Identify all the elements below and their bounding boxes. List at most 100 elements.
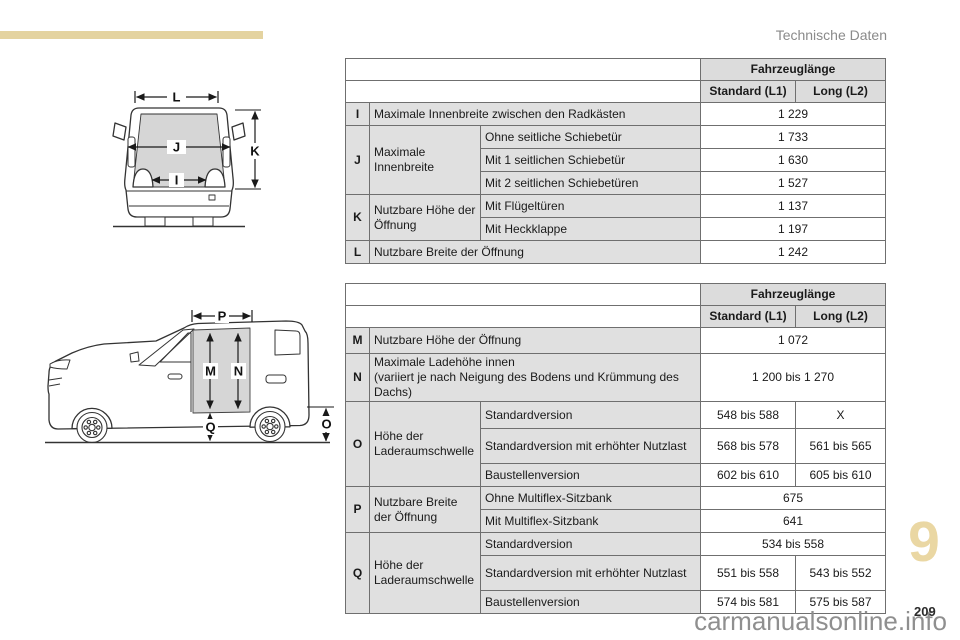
door-handle [167, 373, 183, 380]
value-long-l2: 605 bis 610 [795, 463, 886, 487]
value-merged: 1 733 [700, 125, 886, 149]
page-number: 209 [914, 604, 936, 619]
value-merged: 1 197 [700, 217, 886, 241]
row-sublabel: Mit Flügeltüren [480, 194, 701, 218]
row-sublabel: Standardversion [480, 401, 701, 429]
right-mirror [231, 122, 246, 141]
dim-label-k: K [250, 144, 260, 159]
table-header-title: Fahrzeuglänge [700, 283, 886, 306]
row-letter: Q [345, 532, 370, 614]
section-title: Technische Daten [775, 27, 887, 43]
value-merged: 1 229 [700, 102, 886, 126]
row-letter: I [345, 102, 370, 126]
side-mirror [129, 351, 140, 363]
row-letter: M [345, 327, 370, 354]
table-cell [345, 58, 701, 81]
col-header-long-l2: Long (L2) [795, 305, 886, 328]
value-long-l2: 561 bis 565 [795, 428, 886, 464]
table-cell [345, 80, 701, 103]
value-merged: 1 137 [700, 194, 886, 218]
row-sublabel: Mit 1 seitlichen Schiebetür [480, 148, 701, 172]
row-letter: N [345, 353, 370, 402]
rear-quarter-window [274, 329, 301, 356]
row-letter: P [345, 486, 370, 533]
row-sublabel: Standardversion mit erhöhter Nutzlast [480, 555, 701, 591]
left-mirror [112, 122, 127, 141]
headlight [49, 359, 71, 370]
value-standard-l1: 568 bis 578 [700, 428, 796, 464]
rear-wheel [254, 410, 286, 443]
row-label: Maximale Innenbreite [369, 125, 481, 195]
row-sublabel: Standardversion [480, 532, 701, 556]
row-sublabel: Baustellenversion [480, 463, 701, 487]
value-standard-l1: 551 bis 558 [700, 555, 796, 591]
side-view-diagram: P M N Q O [45, 309, 334, 444]
col-header-long-l2: Long (L2) [795, 80, 886, 103]
value-merged: 1 200 bis 1 270 [700, 353, 886, 402]
dim-label-n: N [234, 364, 243, 379]
dim-label-l: L [173, 90, 181, 105]
value-merged: 1 527 [700, 171, 886, 195]
value-long-l2: X [795, 401, 886, 429]
dim-label-o: O [321, 417, 331, 432]
row-sublabel: Ohne seitliche Schiebetür [480, 125, 701, 149]
dim-label-q: Q [205, 420, 215, 435]
row-letter: O [345, 401, 370, 487]
row-label: Nutzbare Breite der Öffnung [369, 240, 701, 264]
table-header-title: Fahrzeuglänge [700, 58, 886, 81]
chapter-number: 9 [908, 510, 940, 574]
col-header-standard-l1: Standard (L1) [700, 80, 796, 103]
dim-label-i: I [175, 173, 179, 188]
col-header-standard-l1: Standard (L1) [700, 305, 796, 328]
row-label: Nutzbare Breite der Öffnung [369, 486, 481, 533]
value-merged: 534 bis 558 [700, 532, 886, 556]
van-rear-outline [112, 107, 246, 228]
value-standard-l1: 574 bis 581 [700, 590, 796, 614]
front-wheel [76, 411, 108, 444]
value-long-l2: 543 bis 552 [795, 555, 886, 591]
row-sublabel: Mit 2 seitlichen Schiebetüren [480, 171, 701, 195]
dim-label-p: P [218, 309, 227, 324]
row-label: Maximale Innenbreite zwischen den Radkäs… [369, 102, 701, 126]
row-label: Höhe der Laderaumschwelle [369, 401, 481, 487]
row-label: Nutzbare Höhe der Öffnung [369, 327, 701, 354]
table-cell [345, 283, 701, 306]
value-standard-l1: 548 bis 588 [700, 401, 796, 429]
row-label: Nutzbare Höhe der Öffnung [369, 194, 481, 241]
row-sublabel: Mit Heckklappe [480, 217, 701, 241]
row-label: Höhe der Laderaumschwelle [369, 532, 481, 614]
row-sublabel: Mit Multiflex-Sitzbank [480, 509, 701, 533]
row-label: Maximale Ladehöhe innen (variiert je nac… [369, 353, 701, 402]
value-standard-l1: 602 bis 610 [700, 463, 796, 487]
row-sublabel: Baustellenversion [480, 590, 701, 614]
value-merged: 675 [700, 486, 886, 510]
table-cell [345, 305, 701, 328]
side-dimension-labels: P M N Q O [203, 309, 334, 435]
value-merged: 641 [700, 509, 886, 533]
value-merged: 1 630 [700, 148, 886, 172]
row-sublabel: Standardversion mit erhöhter Nutzlast [480, 428, 701, 464]
dim-label-j: J [173, 140, 180, 155]
row-letter: J [345, 125, 370, 195]
row-sublabel: Ohne Multiflex-Sitzbank [480, 486, 701, 510]
value-merged: 1 072 [700, 327, 886, 354]
row-letter: L [345, 240, 370, 264]
windshield [138, 328, 195, 367]
value-merged: 1 242 [700, 240, 886, 264]
